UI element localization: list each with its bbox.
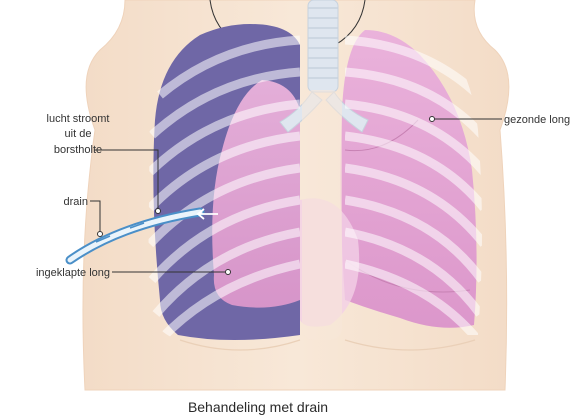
label-drain: drain <box>64 196 88 208</box>
sternum <box>302 90 342 340</box>
label-healthy-lung: gezonde long <box>504 114 570 126</box>
label-air-line-3: borstholte <box>54 144 102 156</box>
label-collapsed-lung: ingeklapte long <box>36 267 110 279</box>
label-air-line-2: uit de <box>65 128 92 140</box>
label-air-line-1: lucht stroomt <box>47 113 110 125</box>
caption: Behandeling met drain <box>188 399 328 415</box>
